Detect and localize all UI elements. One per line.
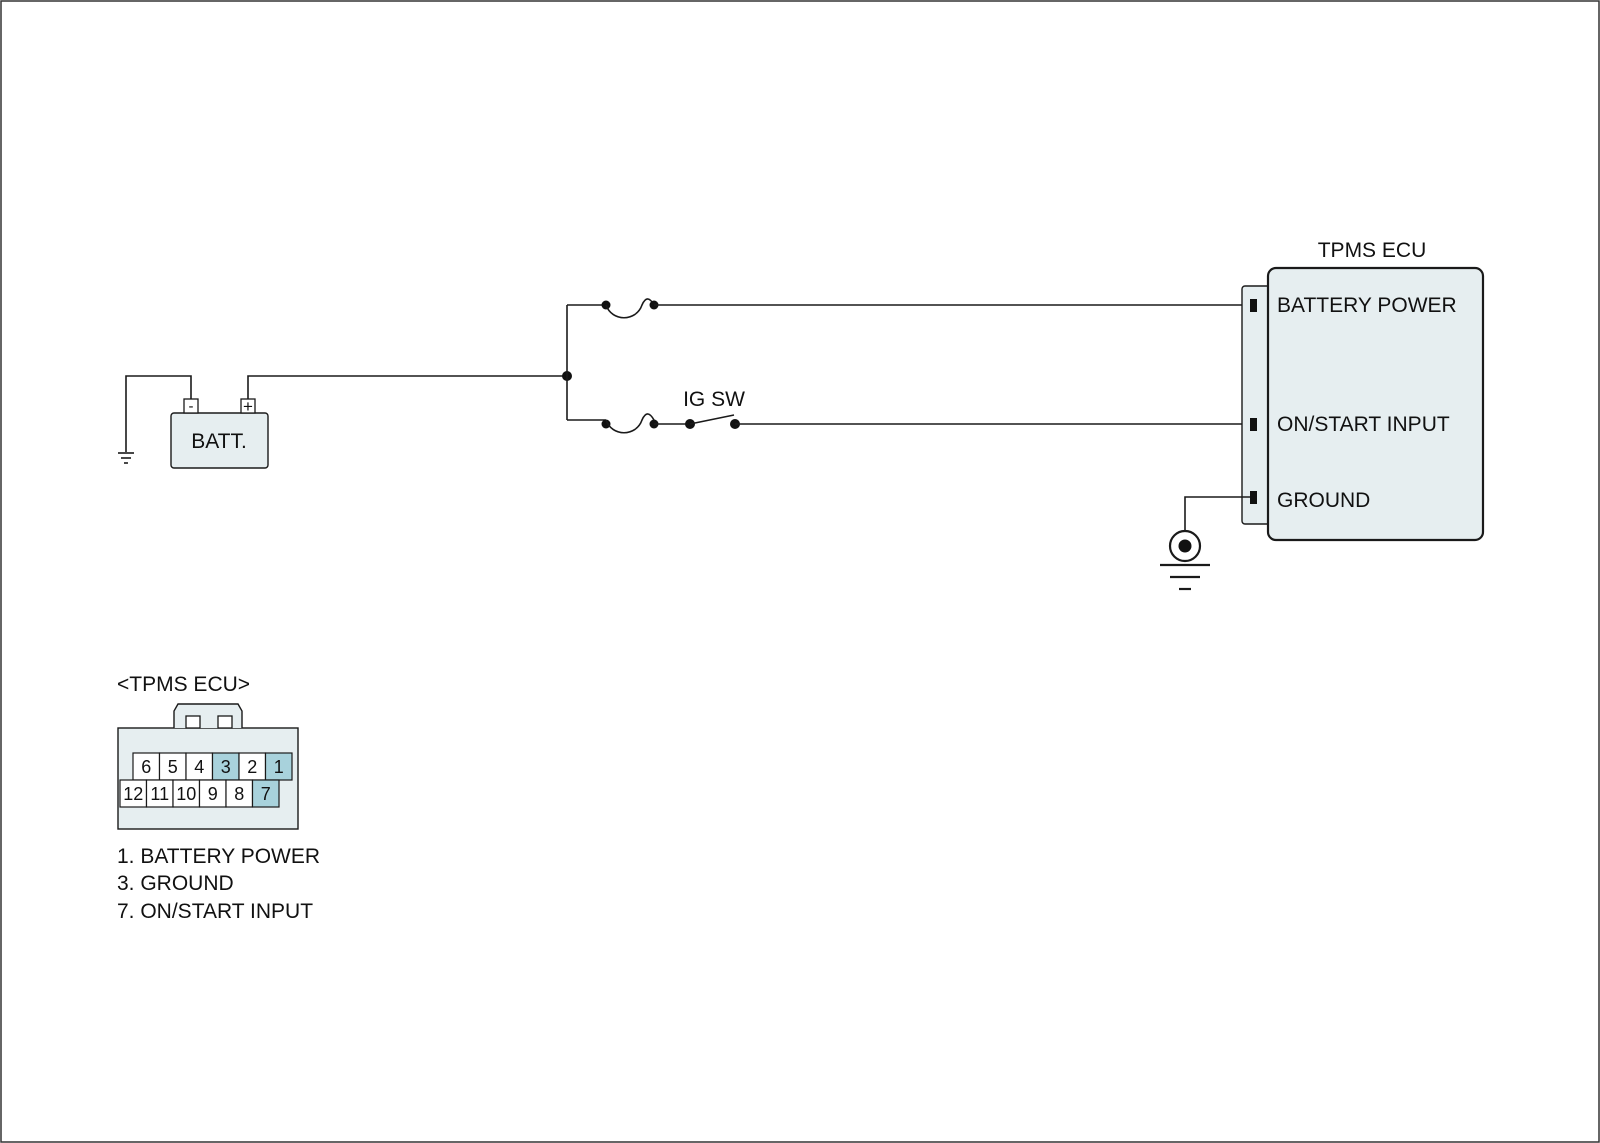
- ecu-ground-wire: [1184, 496, 1250, 530]
- connector-pin-number: 6: [141, 757, 151, 777]
- connector-latch-slot-right: [217, 715, 233, 729]
- battery-negative-symbol: -: [189, 398, 194, 415]
- connector-pin-number: 5: [168, 757, 178, 777]
- connector-pin-cell: [158, 752, 187, 781]
- chassis-ground-icon: [118, 452, 134, 464]
- battery-body: [170, 412, 269, 469]
- connector-pin-cell: [198, 779, 227, 808]
- connector-pin-number: 3: [221, 757, 231, 777]
- connector-pin-cell: [238, 752, 267, 781]
- terminal-pin-on-start: [1250, 418, 1257, 431]
- ecu-connector-strip: [1241, 285, 1271, 525]
- ecu-module: TPMS ECU BATTERY POWER ON/START INPUT GR…: [1241, 239, 1485, 542]
- battery-label: BATT.: [191, 430, 247, 453]
- connector-pin-number: 1: [274, 757, 284, 777]
- connector-pin-number: 11: [150, 784, 169, 804]
- connector-title: <TPMS ECU>: [117, 673, 250, 696]
- terminal-pin-ground: [1250, 491, 1257, 504]
- ground-point-icon: [1160, 529, 1210, 591]
- connector-legend-item: 3. GROUND: [117, 872, 234, 895]
- connector-pin-number: 9: [208, 784, 218, 804]
- connector-pin-number: 10: [176, 784, 196, 804]
- connector-pin-cell: [172, 779, 201, 808]
- connector-pin-cell: [251, 779, 280, 808]
- battery: BATT. - +: [170, 397, 269, 469]
- connector-legend-item: 7. ON/START INPUT: [117, 900, 313, 923]
- terminal-pin-battery-power: [1250, 299, 1257, 312]
- ecu-terminal-battery-power: BATTERY POWER: [1277, 294, 1457, 317]
- connector-legend-item: 1. BATTERY POWER: [117, 845, 320, 868]
- connector-pin-number: 8: [234, 784, 244, 804]
- connector-pin-cell: [119, 779, 148, 808]
- battery-ground-wire: [125, 375, 192, 452]
- connector-pin-number: 2: [247, 757, 257, 777]
- connector-pin-cell: [264, 752, 293, 781]
- fuse-icon-on-start: [601, 413, 659, 434]
- connector-pin-cell: [132, 752, 161, 781]
- ecu-terminal-ground: GROUND: [1277, 489, 1370, 512]
- ecu-title: TPMS ECU: [1318, 239, 1427, 262]
- connector-pin-number: 4: [194, 757, 204, 777]
- ecu-body: [1266, 266, 1485, 542]
- connector-pin-number: 7: [261, 784, 271, 804]
- ignition-switch-label: IG SW: [683, 388, 745, 411]
- connector-pin-number: 12: [123, 784, 143, 804]
- battery-positive-wire: [247, 375, 567, 399]
- battery-positive-symbol: +: [243, 397, 253, 416]
- connector-latch-slot-left: [185, 715, 201, 729]
- ecu-terminal-on-start-input: ON/START INPUT: [1277, 413, 1450, 436]
